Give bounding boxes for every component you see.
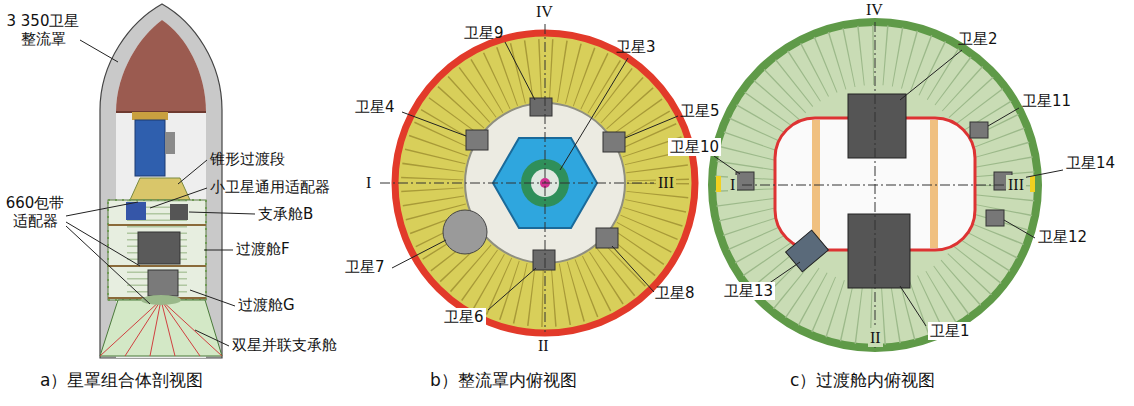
cone-top <box>141 295 181 305</box>
axis-line <box>380 183 654 184</box>
leader-line <box>900 286 926 326</box>
satellite-13 <box>786 230 829 272</box>
leader-line <box>505 42 535 100</box>
callout-label: 卫星13 <box>722 282 775 300</box>
fairing-nose <box>116 20 206 112</box>
ring <box>108 224 206 226</box>
axis-label: III <box>656 173 676 192</box>
ring <box>108 265 206 267</box>
axis-label: II <box>538 336 549 355</box>
callout-label: 卫星7 <box>345 258 385 276</box>
callout-label: 卫星6 <box>442 308 486 326</box>
part-label: 支承舱B <box>258 205 313 223</box>
satellite-5 <box>603 132 625 152</box>
callout-label: 卫星11 <box>1022 92 1071 110</box>
callout-label: 卫星1 <box>928 322 972 340</box>
subcaption: a）星罩组合体剖视图 <box>40 370 203 390</box>
leader-lines <box>66 40 1063 346</box>
leader-line <box>190 290 235 306</box>
satellite-8 <box>596 228 618 248</box>
leader-line <box>80 40 118 62</box>
leader-line <box>768 262 800 284</box>
callout-label: 卫星9 <box>464 24 504 42</box>
leader-line <box>392 240 446 268</box>
part-label: 过渡舱F <box>236 240 290 258</box>
axis-line <box>545 24 546 332</box>
leader-line <box>66 202 150 304</box>
cabin-ring <box>712 22 1038 348</box>
leader-line <box>150 188 207 208</box>
satellite-11 <box>970 122 988 138</box>
marker <box>716 176 721 192</box>
satellite-box <box>148 270 178 296</box>
callout-label: 卫星8 <box>655 284 695 302</box>
callout-label: 卫星10 <box>668 138 721 156</box>
satellite-12 <box>986 210 1004 226</box>
satellite-box <box>138 232 180 264</box>
support-cabin <box>170 204 188 220</box>
subcaption: b）整流罩内俯视图 <box>430 370 577 390</box>
leader-line <box>625 116 678 138</box>
cage-stripes <box>108 200 206 300</box>
leader-line <box>1004 220 1035 238</box>
small-satellite <box>126 202 146 220</box>
leader-line <box>402 112 466 136</box>
cage-bars <box>127 200 187 300</box>
callout-label: 卫星4 <box>355 98 395 116</box>
axis-label: IV <box>536 2 553 21</box>
subcaption: c）过渡舱内俯视图 <box>790 370 935 390</box>
callout-label: 卫星5 <box>680 102 720 120</box>
leader-line <box>195 330 229 346</box>
part-label: 3 350卫星整流罩 <box>6 12 80 48</box>
part-label: 660包带适配器 <box>4 194 66 230</box>
satellite-2 <box>848 94 906 158</box>
beam <box>812 120 820 248</box>
axis-label: I <box>728 175 737 194</box>
leader-line <box>714 156 740 174</box>
satellite-4 <box>466 130 488 150</box>
leader-line <box>204 250 233 251</box>
satellite-6 <box>533 250 555 270</box>
dual-support-cabin <box>100 300 222 356</box>
satellite-part <box>165 132 175 154</box>
leader-line <box>178 160 207 184</box>
axis-label: II <box>868 328 883 347</box>
satellite-1 <box>848 214 910 288</box>
satellite-7 <box>443 210 487 254</box>
part-label: 小卫星通用适配器 <box>210 178 330 196</box>
satellite-body <box>135 120 165 176</box>
cone-ribs <box>100 300 222 356</box>
marker <box>1030 176 1035 192</box>
callout-label: 卫星2 <box>958 30 998 48</box>
axis-label: IV <box>866 0 883 19</box>
axis-line <box>742 185 1004 186</box>
leader-line <box>988 108 1019 126</box>
satellite-9 <box>530 98 552 116</box>
callout-label: 卫星3 <box>616 38 656 56</box>
axis-label: I <box>366 173 371 192</box>
part-label: 双星并联支承舱 <box>232 336 337 354</box>
satellite-10 <box>736 172 754 190</box>
part-label: 过渡舱G <box>238 296 295 314</box>
fairing-shell <box>100 4 222 358</box>
cabin-cage <box>108 200 206 300</box>
callout-label: 卫星12 <box>1038 228 1087 246</box>
axis-label: III <box>1006 175 1026 194</box>
beam <box>930 120 938 248</box>
callout-label: 卫星14 <box>1066 154 1115 172</box>
leader-line <box>612 246 654 292</box>
leader-line <box>189 212 255 214</box>
leader-line <box>560 58 628 170</box>
satellite-top <box>132 112 168 120</box>
leader-line <box>488 268 536 310</box>
part-label: 锥形过渡段 <box>210 150 285 168</box>
leader-line <box>900 50 962 100</box>
